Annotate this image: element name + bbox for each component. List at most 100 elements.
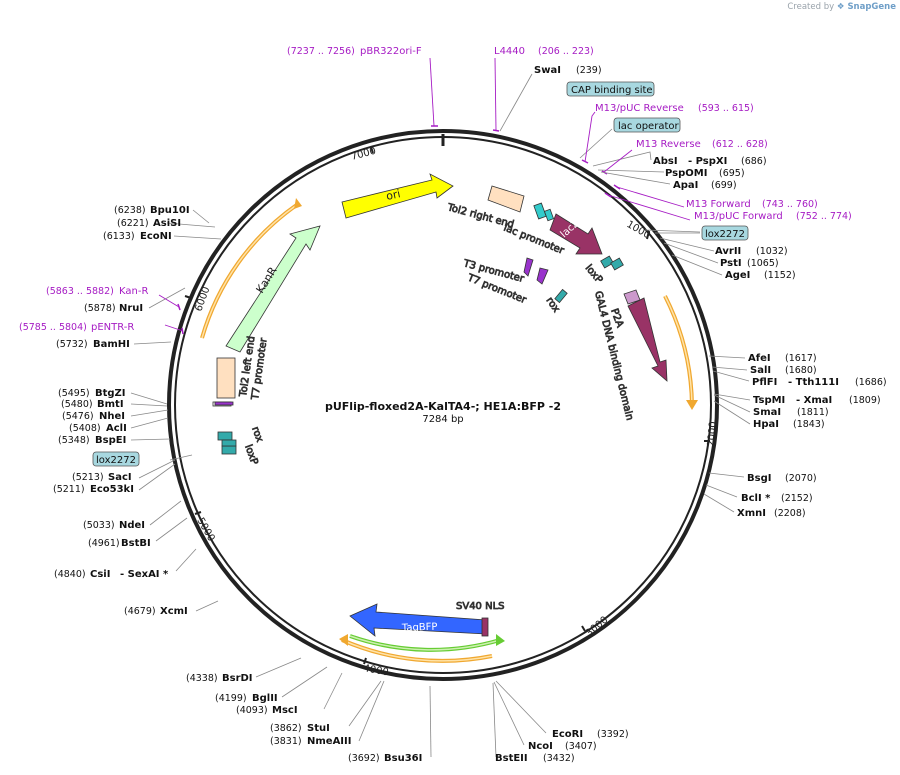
site-pos: (5480) [61, 399, 93, 410]
site-name[interactable]: XmnI [737, 508, 766, 519]
feature-t7-promoter-left[interactable] [214, 401, 234, 406]
primer-label[interactable]: M13/pUC Forward [694, 211, 783, 222]
site-name[interactable]: AfeI [748, 353, 771, 364]
backbone [167, 129, 719, 681]
site-name[interactable]: SmaI [753, 407, 781, 418]
site-name[interactable]: BstBI [121, 538, 151, 549]
site-name[interactable]: - XmaI [796, 395, 832, 406]
site-name[interactable]: BstEII [495, 753, 528, 764]
site-pos: (3392) [597, 729, 629, 740]
feature-tol2-right[interactable] [487, 185, 525, 213]
site-name[interactable]: BsgI [747, 473, 771, 484]
feature-sv40-nls[interactable] [481, 617, 489, 637]
feature-rox-left[interactable] [221, 439, 237, 447]
primer-label[interactable]: L4440 [494, 46, 525, 57]
site-name[interactable]: PstI [720, 258, 742, 269]
site-name[interactable]: SalI [750, 365, 771, 376]
feature-gal4[interactable] [627, 297, 668, 382]
site-pos: (1843) [793, 419, 825, 430]
site-name[interactable]: PspOMI [665, 168, 707, 179]
box-cap-binding-site[interactable] [566, 81, 655, 97]
site-pos: (4961) [88, 538, 120, 549]
primer-label[interactable]: pENTR-R [91, 322, 134, 333]
site-name[interactable]: NheI [99, 411, 125, 422]
site-name[interactable]: NdeI [119, 520, 145, 531]
site-pos: (2208) [774, 508, 806, 519]
feature-tol2-left[interactable] [212, 357, 236, 407]
site-name[interactable]: XcmI [160, 606, 188, 617]
site-name[interactable]: BmtI [97, 399, 124, 410]
site-name[interactable]: SacI [108, 472, 132, 483]
site-name[interactable]: EcoRI [552, 729, 583, 740]
site-name[interactable]: HpaI [753, 419, 779, 430]
site-pos: (5408) [69, 423, 101, 434]
site-name[interactable]: BspEI [95, 435, 126, 446]
feature-rox-top[interactable] [554, 288, 568, 304]
site-pos: (1032) [756, 246, 788, 257]
sites-bottom: EcoRI (3392) NcoI (3407) BstEII (3432) (… [186, 673, 629, 764]
site-name[interactable]: CsiI [90, 569, 110, 580]
site-pos: (3407) [565, 741, 597, 752]
site-pos: (5348) [58, 435, 90, 446]
box-lac-operator[interactable] [613, 117, 681, 133]
site-pos: (2070) [785, 473, 817, 484]
site-name[interactable]: - SexAI * [120, 569, 169, 580]
site-name[interactable]: AclI [106, 423, 127, 434]
site-pos: (699) [711, 180, 737, 191]
primer-label[interactable]: M13/pUC Reverse [595, 103, 684, 114]
site-pos: (5495) [58, 388, 90, 399]
site-name[interactable]: EcoNI [140, 231, 172, 242]
site-name[interactable]: AsiSI [153, 218, 181, 229]
site-name[interactable]: NmeAIII [307, 736, 351, 747]
site-name[interactable]: BclI * [741, 493, 771, 504]
site-pos: (686) [741, 156, 767, 167]
site-name[interactable]: Bsu36I [384, 753, 422, 764]
site-name[interactable]: BglII [252, 693, 278, 704]
site-name[interactable]: AgeI [725, 270, 750, 281]
site-pos: (5213) [72, 472, 104, 483]
site-name[interactable]: NcoI [528, 741, 553, 752]
site-name[interactable]: StuI [307, 723, 330, 734]
feature-loxp-top[interactable] [600, 255, 624, 271]
feature-lacza[interactable]: lacZα [549, 213, 603, 255]
primer-range: (743 .. 760) [762, 199, 818, 210]
site-name[interactable]: Bpu10I [150, 205, 190, 216]
site-name[interactable]: AbsI [653, 156, 678, 167]
feature-lac-promoter[interactable] [533, 202, 555, 222]
site-name[interactable]: SwaI [534, 65, 561, 76]
feature-p2a[interactable] [623, 289, 641, 305]
site-name[interactable]: NruI [119, 303, 143, 314]
feature-tagbfp[interactable]: TagBFP [349, 603, 487, 637]
site-pos: (1686) [855, 377, 887, 388]
site-name[interactable]: MscI [272, 705, 298, 716]
site-name[interactable]: BamHI [93, 339, 130, 350]
primer-label[interactable]: Kan-R [119, 286, 148, 297]
feature-t3-promoter[interactable] [523, 257, 534, 277]
site-name[interactable]: - PspXI [688, 156, 727, 167]
site-name[interactable]: PflFI [752, 377, 777, 388]
site-name[interactable]: ApaI [673, 180, 698, 191]
site-name[interactable]: AvrII [715, 246, 741, 257]
box-lox2272-left[interactable] [92, 451, 140, 467]
primer-label[interactable]: pBR322ori-F [360, 46, 422, 57]
primer-range: (206 .. 223) [538, 46, 594, 57]
site-name[interactable]: BsrDI [222, 673, 253, 684]
primer-label[interactable]: M13 Reverse [636, 139, 701, 150]
site-name[interactable]: - Tth111I [788, 377, 839, 388]
feature-ori[interactable]: ori [341, 173, 454, 219]
feature-kanr[interactable]: KanR [225, 225, 321, 353]
site-pos: (3692) [348, 753, 380, 764]
box-label: CAP binding site [571, 85, 653, 96]
site-name[interactable]: TspMI [753, 395, 785, 406]
feature-t7-promoter[interactable] [536, 267, 549, 285]
tick-group [184, 146, 710, 665]
box-lox2272[interactable] [701, 225, 749, 241]
site-pos: (1680) [785, 365, 817, 376]
primer-label[interactable]: M13 Forward [686, 199, 751, 210]
orf-arc-kan-inner [201, 203, 299, 339]
plasmid-name: pUFlip-floxed2A-KalTA4-; HE1A:BFP -2 [325, 400, 561, 413]
orf-arc-bfp-inner [341, 639, 493, 662]
site-name[interactable]: BtgZI [95, 388, 126, 399]
plasmid-size: 7284 bp [422, 414, 463, 425]
site-name[interactable]: Eco53kI [90, 484, 134, 495]
